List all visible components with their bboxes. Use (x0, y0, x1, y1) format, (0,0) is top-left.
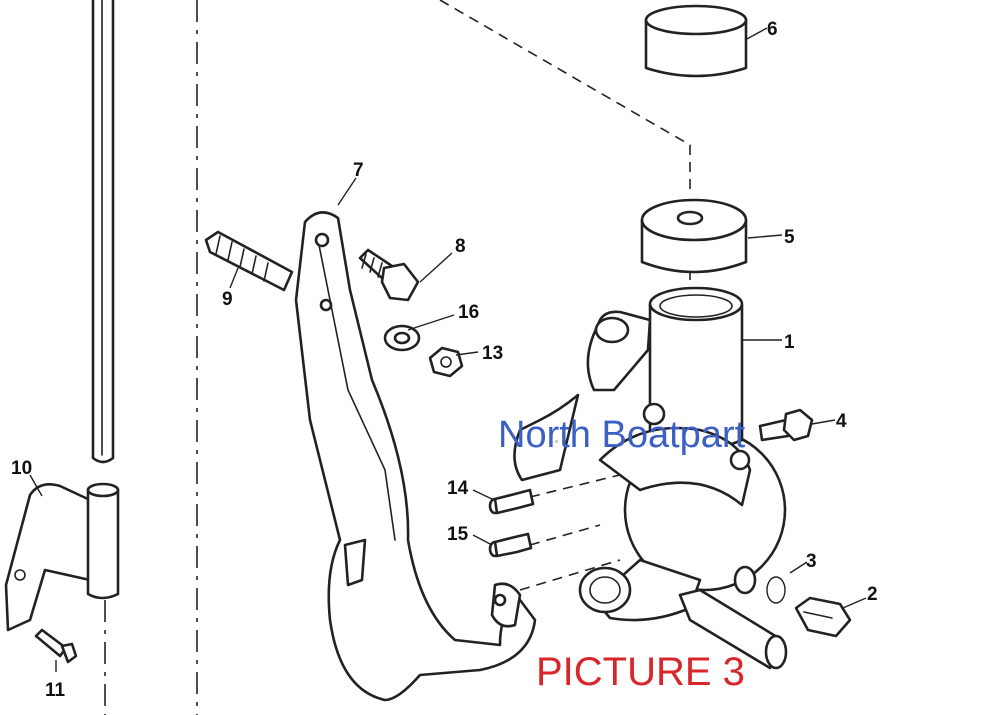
part-14-fitting (488, 488, 535, 515)
part-3-o-ring (733, 565, 786, 604)
part-7-bracket (294, 211, 537, 702)
part-15-fitting (488, 532, 533, 558)
callout-14: 14 (447, 478, 469, 499)
callout-13: 13 (482, 343, 503, 364)
callout-8: 8 (455, 236, 466, 257)
part-16-washer (383, 324, 421, 352)
callout-1: 1 (784, 332, 795, 353)
part-2-bleed-screw (794, 596, 852, 638)
callout-10: 10 (11, 458, 32, 479)
rod (91, 0, 115, 464)
callout-11: 11 (45, 680, 66, 701)
part-6-cap (644, 4, 748, 78)
leader-lines (29, 27, 867, 672)
callout-4: 4 (836, 411, 847, 432)
assembly-line-cap (439, 0, 691, 190)
watermark-text: North Boatpart (498, 414, 746, 456)
callout-15: 15 (447, 524, 469, 545)
callout-7: 7 (353, 160, 364, 181)
part-1-thermostat-housing (513, 286, 788, 670)
callout-2: 2 (867, 584, 878, 605)
part-13-nut (428, 346, 464, 378)
callout-5: 5 (784, 227, 795, 248)
part-4-bolt (758, 408, 814, 442)
part-8-bolt (358, 248, 420, 302)
callout-3: 3 (806, 551, 817, 572)
part-5-grommet (640, 198, 748, 274)
assembly-line-15 (529, 524, 601, 546)
callout-6: 6 (767, 19, 778, 40)
callout-16: 16 (458, 302, 479, 323)
picture-caption: PICTURE 3 (536, 650, 745, 694)
part-9-stud (204, 230, 294, 292)
callout-9: 9 (222, 289, 233, 310)
part-10-clamp (4, 482, 120, 632)
part-11-screw (34, 628, 78, 664)
assembly-line-hose (519, 559, 621, 591)
